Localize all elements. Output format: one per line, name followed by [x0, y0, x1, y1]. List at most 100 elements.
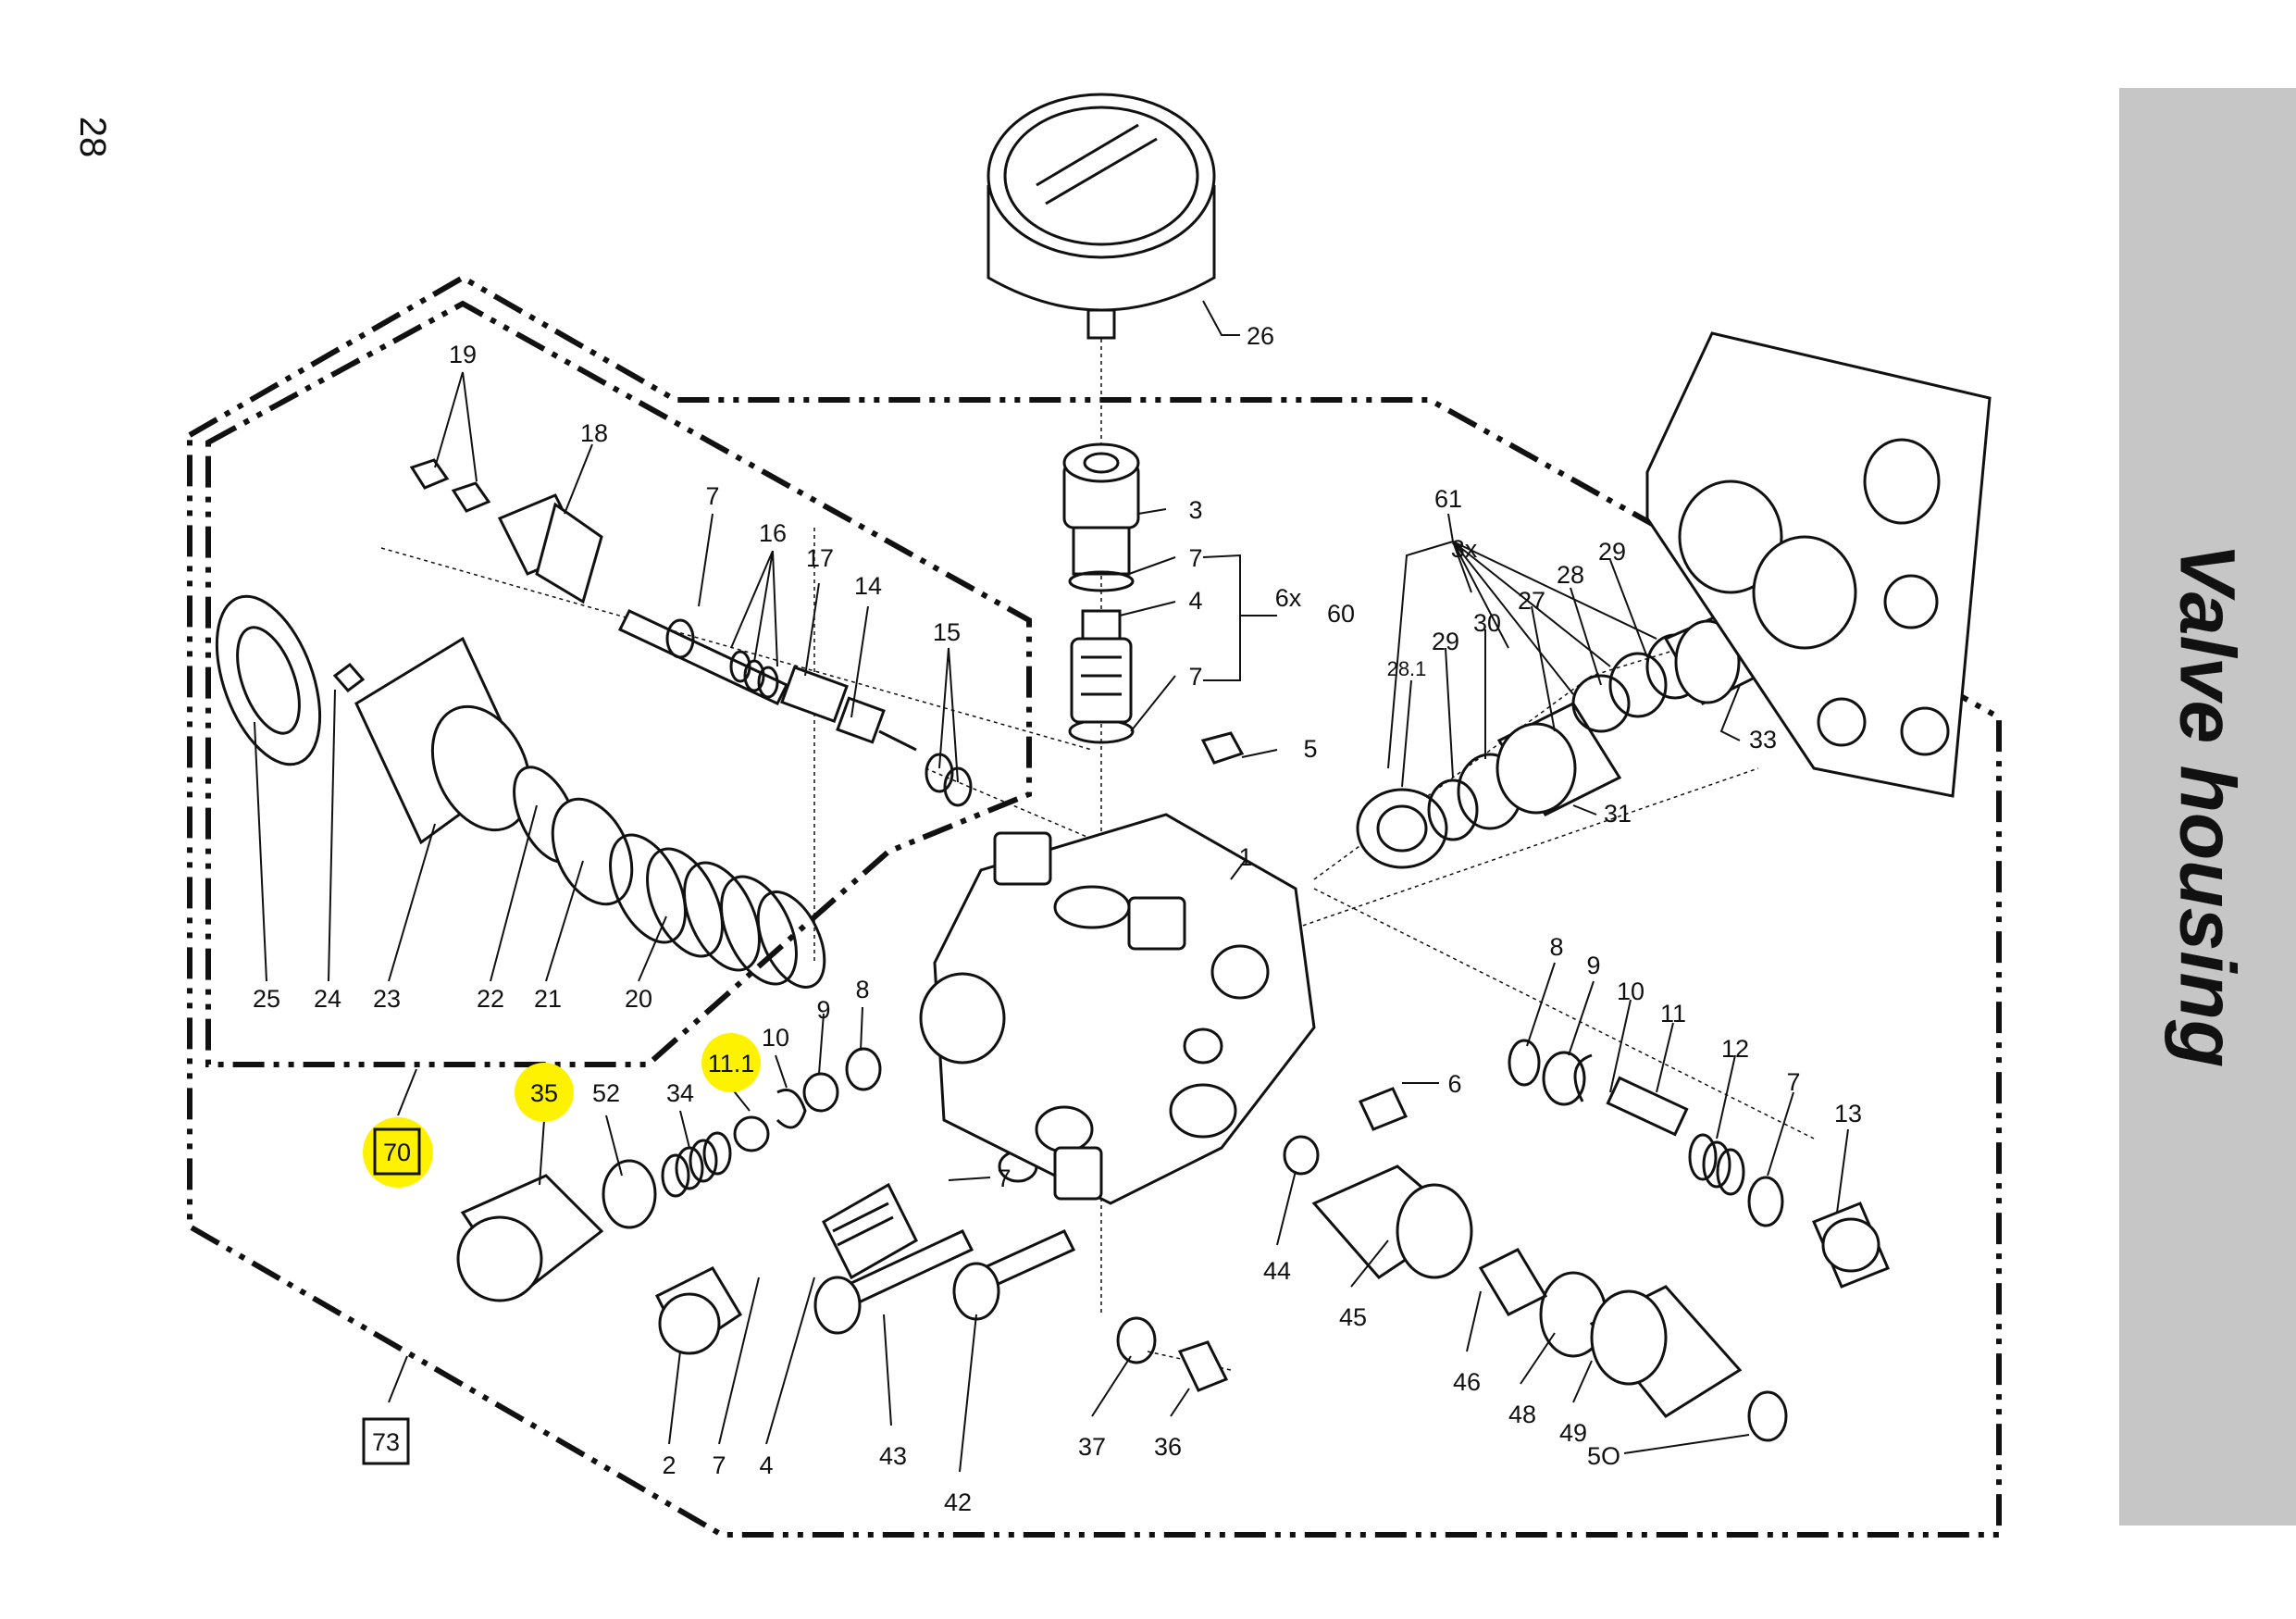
set-screw-5	[1200, 731, 1245, 765]
label-3x: 3x	[1451, 535, 1478, 563]
label-49: 49	[1559, 1419, 1587, 1447]
leader-44	[1276, 1170, 1297, 1246]
o-ring	[1068, 570, 1135, 592]
label-45: 45	[1339, 1303, 1367, 1331]
label-48: 48	[1508, 1401, 1536, 1428]
leader-9b	[1568, 980, 1595, 1056]
pressure-gauge	[987, 93, 1216, 340]
label-27: 27	[1518, 587, 1545, 615]
leader-42	[959, 1314, 977, 1473]
leader-3	[1137, 508, 1167, 515]
label-52: 52	[592, 1079, 620, 1107]
label-23: 23	[373, 985, 401, 1013]
leader-26	[1202, 300, 1240, 336]
leader-28	[1570, 587, 1602, 686]
piston-parts	[1356, 604, 1780, 869]
box-73	[362, 1417, 410, 1465]
label-46: 46	[1453, 1368, 1481, 1396]
label-60: 60	[1327, 600, 1355, 628]
label-36: 36	[1154, 1433, 1182, 1461]
leader-12	[1716, 1054, 1736, 1140]
leader-17	[804, 582, 820, 677]
leader-18	[564, 443, 593, 515]
label-22: 22	[477, 985, 504, 1013]
leader-11	[1656, 1022, 1674, 1093]
label-24: 24	[314, 985, 341, 1013]
label-61: 61	[1434, 485, 1462, 513]
label-28: 28	[1557, 561, 1584, 589]
label-20: 20	[625, 985, 652, 1013]
label-21: 21	[534, 985, 562, 1013]
label-7: 7	[1188, 544, 1202, 572]
label-3: 3	[1188, 496, 1202, 524]
label-37: 37	[1078, 1433, 1106, 1461]
label-10: 10	[762, 1024, 789, 1052]
leader-16	[730, 550, 778, 667]
label-9: 9	[1586, 952, 1600, 979]
leader-7f	[1767, 1091, 1794, 1177]
leader-8a	[860, 1006, 863, 1052]
label-10: 10	[1617, 978, 1644, 1005]
label-13: 13	[1834, 1100, 1862, 1127]
leader-48	[1520, 1332, 1556, 1385]
highlight-35	[515, 1063, 574, 1122]
crankcase	[1645, 331, 1992, 798]
leader-2	[668, 1351, 681, 1445]
leader-46	[1466, 1290, 1482, 1352]
leader-5	[1241, 749, 1278, 758]
outer-assembly-boundary	[187, 274, 2002, 1538]
leader-7c	[698, 513, 714, 607]
regulator-parts	[215, 458, 973, 989]
leader-70	[397, 1068, 417, 1116]
fitting-3	[1062, 442, 1140, 576]
label-2: 2	[662, 1451, 676, 1479]
label-1: 1	[1238, 843, 1252, 871]
leader-23	[388, 823, 436, 982]
check-valve-4	[1070, 609, 1133, 724]
leader-37	[1091, 1355, 1132, 1417]
label-35: 35	[530, 1079, 558, 1107]
valve-housing-body	[919, 813, 1316, 1205]
label-17: 17	[806, 544, 834, 572]
leader-10b	[1609, 999, 1632, 1093]
leader-33	[1719, 684, 1741, 741]
leader-50	[1623, 1434, 1750, 1454]
label-8: 8	[1549, 933, 1563, 961]
label-4: 4	[759, 1451, 773, 1479]
label-5: 5	[1303, 735, 1317, 763]
label-28-1: 28.1	[1387, 657, 1427, 680]
leader-52	[605, 1115, 623, 1177]
leader-14	[850, 605, 869, 718]
label-6x: 6x	[1275, 584, 1302, 612]
label-25: 25	[253, 985, 280, 1013]
label-50: 5O	[1587, 1442, 1620, 1470]
highlight-11-1	[701, 1033, 761, 1092]
label-34: 34	[666, 1079, 694, 1107]
leader-7e	[718, 1277, 760, 1445]
leader-15	[938, 647, 959, 783]
label-7: 7	[712, 1451, 726, 1479]
leader-13	[1836, 1128, 1849, 1214]
leader-8b	[1526, 962, 1556, 1047]
label-42: 42	[944, 1488, 972, 1516]
label-18: 18	[580, 419, 608, 447]
label-31: 31	[1604, 800, 1632, 828]
leader-73	[388, 1355, 408, 1403]
section-tab	[2119, 88, 2296, 1526]
leader-7b	[1130, 675, 1176, 732]
label-33: 33	[1749, 726, 1777, 753]
leader-29a	[1609, 559, 1648, 658]
label-6: 6	[1447, 1070, 1461, 1098]
inner-assembly-boundary	[205, 300, 1032, 1067]
label-12: 12	[1721, 1035, 1749, 1063]
label-29: 29	[1598, 538, 1626, 566]
leader-1	[1230, 860, 1246, 880]
leader-36	[1170, 1388, 1190, 1417]
label-9: 9	[816, 996, 830, 1024]
axis-line	[380, 547, 1093, 751]
leader-49	[1572, 1360, 1593, 1403]
label-7: 7	[1786, 1068, 1800, 1096]
leader-4a	[1119, 601, 1176, 616]
leader-19	[434, 371, 478, 482]
